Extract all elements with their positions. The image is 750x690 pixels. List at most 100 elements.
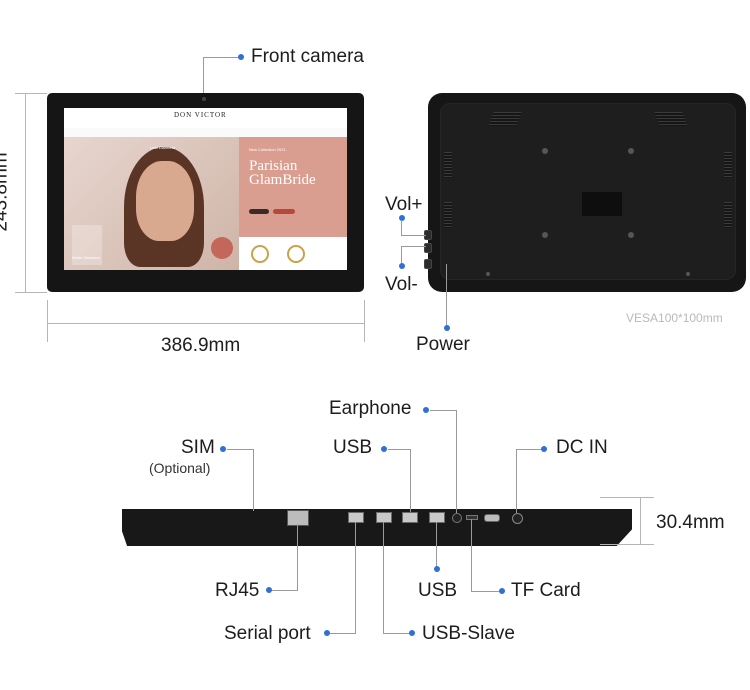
vesa-screw-hole: [542, 232, 548, 238]
tablet-back-inner: [440, 103, 736, 280]
usb-top-label: USB: [333, 437, 373, 458]
screen-circle-button: [211, 237, 233, 259]
earphone-callout-line: [456, 410, 457, 513]
dc-in-label: DC IN: [556, 437, 608, 458]
back-screw: [486, 272, 490, 276]
camera-callout-line: [203, 57, 204, 97]
ring-caption-top: Leaf Diamond: [150, 145, 175, 150]
earphone-jack: [452, 513, 462, 523]
rj45-callout-dot: [266, 587, 272, 593]
thickness-dimension-line: [640, 497, 641, 544]
thickness-tick-bottom: [600, 544, 654, 545]
vol-minus-callout-dot: [399, 263, 405, 269]
camera-lens-icon: [202, 97, 206, 101]
dc-in-callout-line: [516, 449, 517, 513]
usb-slave-callout-line: [383, 522, 384, 633]
sim-callout-dot: [220, 446, 226, 452]
usb-top-callout-dot: [381, 446, 387, 452]
sim-callout-line-h: [227, 449, 253, 450]
dc-in-port: [512, 513, 523, 524]
usb-port-1: [402, 512, 418, 523]
hero-title-line-2: GlamBride: [249, 172, 316, 188]
model-face: [136, 161, 194, 241]
vol-plus-callout-dot: [399, 215, 405, 221]
usb-top-callout-line: [410, 449, 411, 512]
width-dimension-tick-left: [47, 300, 48, 342]
serial-port-callout-line-h: [328, 633, 356, 634]
dc-in-callout-line-h: [516, 449, 541, 450]
power-label: Power: [416, 334, 470, 355]
vesa-screw-hole: [628, 232, 634, 238]
vol-minus-callout-line-h: [401, 246, 426, 247]
tf-card-callout-line-h: [471, 591, 499, 592]
earphone-label: Earphone: [329, 398, 412, 419]
vent-grille-left-2: [444, 202, 452, 228]
vesa-label: VESA100*100mm: [626, 311, 723, 325]
vent-grille-right-1: [724, 152, 732, 178]
dc-in-callout-dot: [541, 446, 547, 452]
tf-card-label: TF Card: [511, 580, 581, 601]
usb-bottom-label: USB: [418, 580, 458, 601]
camera-callout-line-h: [203, 57, 239, 58]
hero-title-line-1: Parisian: [249, 158, 298, 174]
usb-slave-label: USB-Slave: [422, 623, 515, 644]
sim-note: (Optional): [149, 460, 211, 476]
screen-hero-image: Noble Diamond Leaf Diamond: [64, 137, 239, 270]
ring-card: Noble Diamond: [72, 225, 102, 265]
vol-plus-label: Vol+: [385, 194, 423, 215]
rj45-callout-line-h: [271, 590, 298, 591]
ring-thumb-icon: [251, 245, 269, 263]
vesa-label-plate: [582, 192, 622, 216]
vol-plus-callout-line: [401, 220, 402, 235]
height-dimension-tick-bottom: [15, 292, 47, 293]
earphone-callout-line-h: [430, 410, 456, 411]
height-dimension-line: [25, 93, 26, 292]
vent-grille-right-2: [724, 202, 732, 228]
power-button[interactable]: [424, 259, 432, 269]
width-dimension-label: 386.9mm: [161, 335, 241, 356]
hdmi-port: [484, 514, 500, 522]
rj45-label: RJ45: [215, 580, 260, 601]
power-callout-line: [446, 264, 447, 326]
thickness-label: 30.4mm: [656, 512, 725, 533]
usb-bottom-callout-line: [436, 522, 437, 567]
vent-grille-left-1: [444, 152, 452, 178]
width-dimension-tick-right: [364, 300, 365, 342]
width-dimension-line: [47, 323, 364, 324]
usb-top-callout-line-h: [388, 449, 410, 450]
usb-bottom-callout-dot: [434, 566, 440, 572]
rj45-callout-line: [297, 524, 298, 590]
serial-port-callout-dot: [324, 630, 330, 636]
sim-label: SIM: [181, 437, 215, 458]
vol-plus-callout-line-h: [401, 235, 426, 236]
tablet-back: [424, 93, 746, 292]
front-camera-label: Front camera: [251, 46, 364, 67]
vesa-screw-hole: [628, 148, 634, 154]
tf-card-slot: [466, 515, 478, 520]
tf-card-callout-dot: [499, 588, 505, 594]
camera-callout-dot: [238, 54, 244, 60]
serial-port: [348, 512, 364, 523]
usb-slave-port: [376, 512, 392, 523]
earphone-callout-dot: [423, 407, 429, 413]
vent-grille-top-left: [488, 112, 522, 126]
hero-pill-button-dark: [249, 209, 269, 214]
tablet-screen: DON VICTOR Noble Diamond Leaf Diamond Ne…: [64, 108, 347, 270]
ring-thumb-icon: [287, 245, 305, 263]
height-dimension-label: 243.8mm: [0, 152, 12, 232]
rj45-port: [287, 510, 309, 526]
vol-minus-button[interactable]: [424, 243, 432, 253]
vol-minus-callout-line: [401, 246, 402, 264]
power-callout-dot: [444, 325, 450, 331]
screen-hero-text-panel: New Collection 2021 Parisian GlamBride: [239, 137, 347, 237]
screen-topbar: DON VICTOR: [64, 108, 347, 129]
sim-callout-line: [253, 449, 254, 511]
usb-port-2: [429, 512, 445, 523]
back-screw: [686, 272, 690, 276]
ring-caption: Noble Diamond: [72, 255, 100, 260]
height-dimension-tick-top: [15, 93, 47, 94]
screen-brand: DON VICTOR: [174, 111, 227, 119]
vesa-screw-hole: [542, 148, 548, 154]
vent-grille-top-right: [654, 112, 688, 126]
usb-slave-callout-dot: [409, 630, 415, 636]
